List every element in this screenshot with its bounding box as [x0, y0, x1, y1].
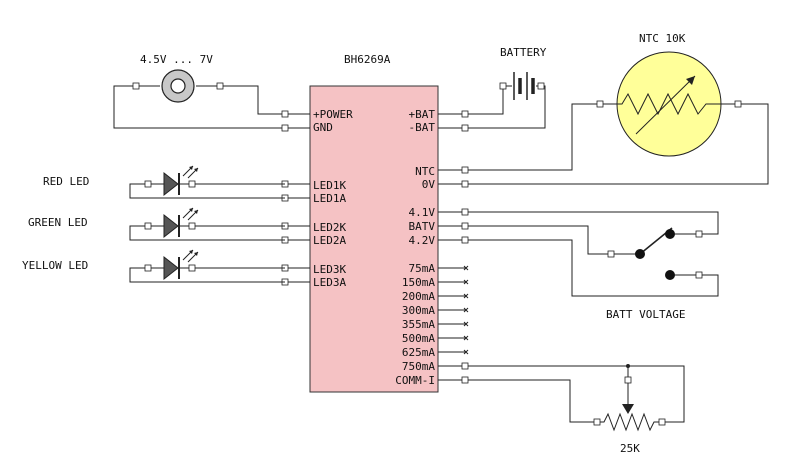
- led-red-icon: [163, 171, 179, 197]
- pin-label-bat-plus: +BAT: [409, 108, 436, 121]
- left-pin-stubs: [281, 110, 310, 286]
- battery-label: BATTERY: [500, 46, 547, 59]
- pin-label-led1k: LED1K: [313, 179, 346, 192]
- pin-label-led1a: LED1A: [313, 192, 346, 205]
- switch-common-contact: [635, 249, 645, 259]
- dc-jack: [113, 69, 285, 129]
- pin-label-625ma: 625mA: [402, 346, 435, 359]
- pin-label-4-1v: 4.1V: [409, 206, 436, 219]
- pin-label-bat-minus: -BAT: [409, 121, 436, 134]
- led-label-yellow: YELLOW LED: [22, 259, 88, 272]
- pot-wiper-icon: [622, 404, 634, 414]
- led-yellow-icon: [163, 255, 179, 281]
- pin-label-75ma: 75mA: [409, 262, 436, 275]
- pin-label-batv: BATV: [409, 220, 436, 233]
- led-green: [129, 207, 285, 241]
- pin-label-200ma: 200mA: [402, 290, 435, 303]
- pin-label-led3k: LED3K: [313, 263, 346, 276]
- battery-icon: [513, 72, 535, 100]
- pot-label: 25K: [620, 442, 640, 455]
- switch-contact-upper: [665, 229, 675, 239]
- battery: [468, 72, 546, 129]
- led-red: [129, 165, 285, 199]
- pin-label-500ma: 500mA: [402, 332, 435, 345]
- ntc-thermistor: [468, 51, 769, 185]
- pin-label-power: +POWER: [313, 108, 353, 121]
- ic-right-pin-labels: +BAT -BAT NTC 0V 4.1V BATV 4.2V 75mA 150…: [395, 108, 435, 387]
- pin-label-750ma: 750mA: [402, 360, 435, 373]
- led-yellow: [129, 249, 285, 283]
- power-label: 4.5V ... 7V: [140, 53, 213, 66]
- pin-label-ntc: NTC: [415, 165, 435, 178]
- pin-label-led3a: LED3A: [313, 276, 346, 289]
- ic-body: [309, 85, 439, 393]
- led-green-icon: [163, 213, 179, 239]
- led-label-green: GREEN LED: [28, 216, 88, 229]
- pin-label-led2k: LED2K: [313, 221, 346, 234]
- current-select-pins: [438, 265, 469, 355]
- switch-label: BATT VOLTAGE: [606, 308, 685, 321]
- potentiometer: [468, 364, 685, 432]
- pin-label-150ma: 150mA: [402, 276, 435, 289]
- pin-label-comm-i: COMM-I: [395, 374, 435, 387]
- pin-label-gnd: GND: [313, 121, 333, 134]
- switch-contact-lower: [665, 270, 675, 280]
- right-pin-stubs: [438, 110, 469, 384]
- ntc-label: NTC 10K: [639, 32, 686, 45]
- pin-label-led2a: LED2A: [313, 234, 346, 247]
- pin-label-4-2v: 4.2V: [409, 234, 436, 247]
- pin-label-355ma: 355mA: [402, 318, 435, 331]
- pin-label-300ma: 300mA: [402, 304, 435, 317]
- pot-resistor-icon: [597, 412, 662, 432]
- batt-voltage-switch: [468, 211, 719, 297]
- chip-name: BH6269A: [344, 53, 391, 66]
- led-label-red: RED LED: [43, 175, 89, 188]
- ic-left-pin-labels: +POWER GND LED1K LED1A LED2K LED2A LED3K…: [313, 108, 353, 289]
- pin-label-0v: 0V: [422, 178, 436, 191]
